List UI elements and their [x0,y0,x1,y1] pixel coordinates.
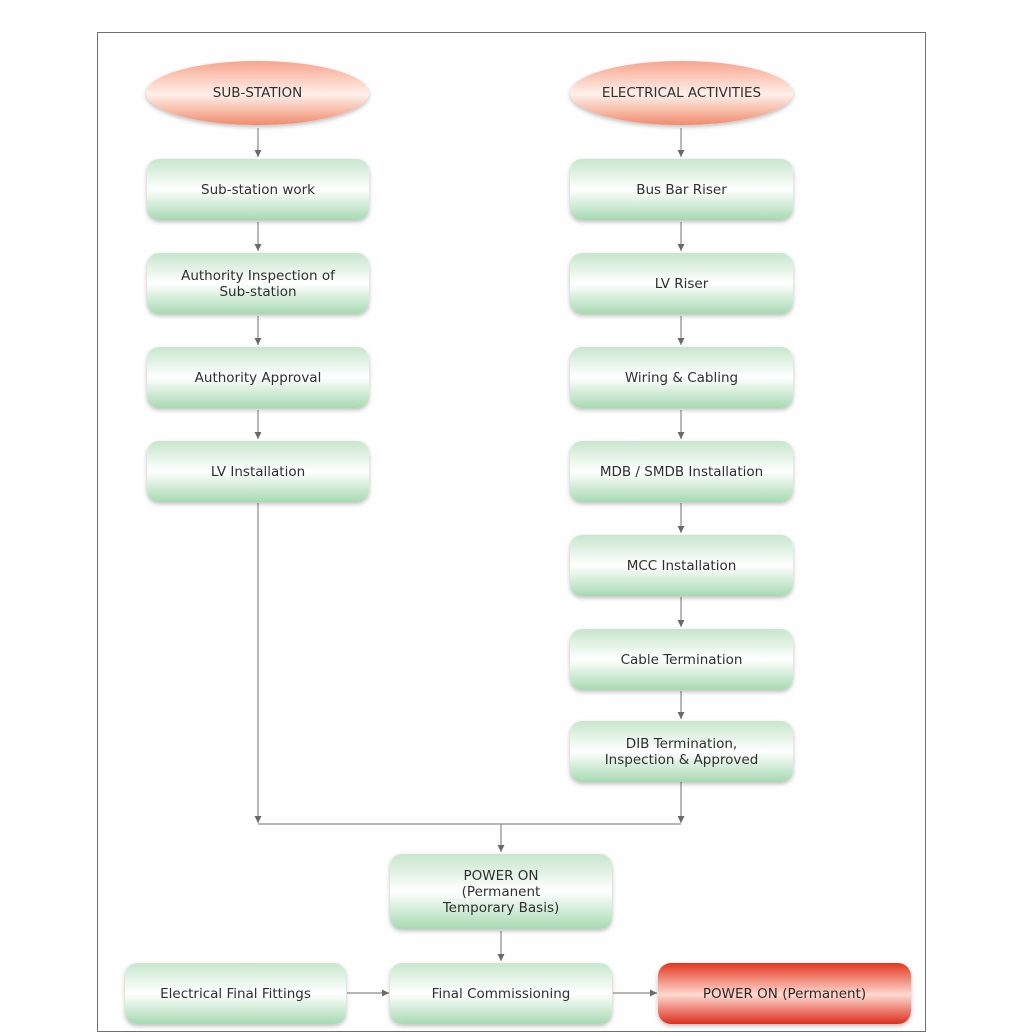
step-label: LV Installation [210,463,306,480]
step-label: Wiring & Cabling [624,369,739,386]
step-final-commissioning: Final Commissioning [390,963,612,1024]
step-label: Authority Approval [194,369,322,386]
electrical-activities-title: ELECTRICAL ACTIVITIES [570,61,793,125]
step-electrical-final-fittings: Electrical Final Fittings [125,963,346,1024]
substation-title: SUB-STATION [146,61,369,125]
substation-title-label: SUB-STATION [212,85,303,101]
step-mcc-installation: MCC Installation [570,535,793,596]
step-power-on-temporary: POWER ON (Permanent Temporary Basis) [390,854,612,929]
step-authority-inspection: Authority Inspection of Sub-station [147,253,369,314]
step-label: Cable Termination [620,651,743,668]
step-lv-installation: LV Installation [147,441,369,502]
step-label: LV Riser [654,275,709,292]
step-label: MDB / SMDB Installation [599,463,764,480]
step-label: Bus Bar Riser [636,181,727,198]
step-label: Final Commissioning [431,985,571,1002]
step-bus-bar-riser: Bus Bar Riser [570,159,793,220]
step-label: Electrical Final Fittings [160,985,311,1002]
step-power-on-permanent: POWER ON (Permanent) [658,963,911,1024]
step-label: Authority Inspection of Sub-station [181,267,335,300]
step-label: POWER ON (Permanent) [702,985,867,1002]
step-cable-termination: Cable Termination [570,629,793,690]
step-label: DIB Termination, Inspection & Approved [604,735,759,768]
step-label: Sub-station work [201,181,315,198]
step-wiring-cabling: Wiring & Cabling [570,347,793,408]
step-dib-termination: DIB Termination, Inspection & Approved [570,721,793,782]
step-lv-riser: LV Riser [570,253,793,314]
step-label: POWER ON (Permanent Temporary Basis) [442,867,560,916]
step-authority-approval: Authority Approval [147,347,369,408]
step-substation-work: Sub-station work [147,159,369,220]
electrical-activities-title-label: ELECTRICAL ACTIVITIES [601,85,762,101]
step-mdb-smdb-installation: MDB / SMDB Installation [570,441,793,502]
step-label: MCC Installation [626,557,737,574]
